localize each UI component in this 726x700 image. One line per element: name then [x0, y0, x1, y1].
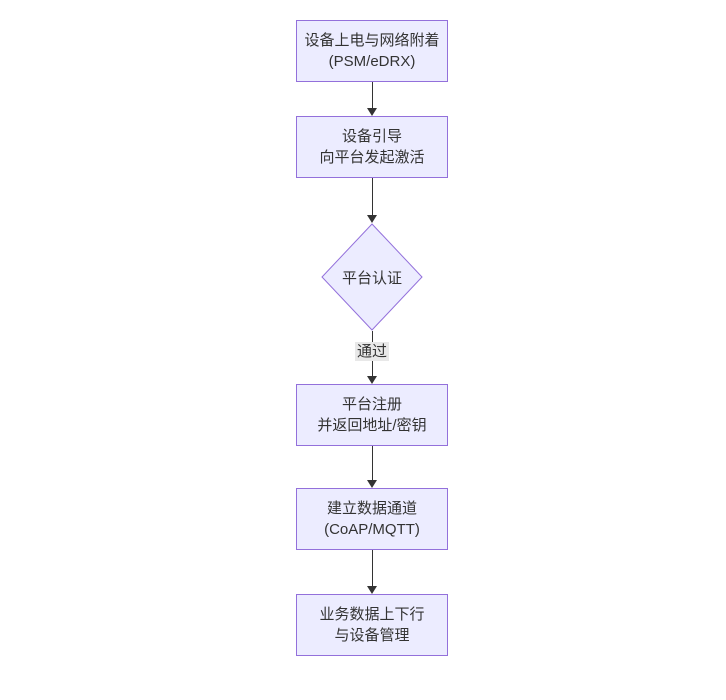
node-text-line: 业务数据上下行: [319, 606, 425, 623]
arrow-channel-to-business: [367, 550, 377, 594]
diamond-shape: [321, 223, 423, 331]
node-text-line: 设备引导: [341, 128, 402, 145]
node-text-line: 设备上电与网络附着: [304, 32, 440, 49]
node-text-line: (PSM/eDRX): [328, 53, 416, 70]
arrow-attach-to-bootstrap: [367, 82, 377, 116]
flowchart-column: 设备上电与网络附着 (PSM/eDRX) 设备引导 向平台发起激活 平台认证 通…: [296, 20, 448, 656]
flow-node-bootstrap: 设备引导 向平台发起激活: [296, 116, 448, 178]
node-text-line: 并返回地址/密钥: [317, 417, 427, 434]
arrowhead-icon: [367, 376, 377, 384]
arrow-shaft: [371, 178, 373, 215]
arrow-shaft: [371, 550, 373, 586]
flow-node-power-on-attach: 设备上电与网络附着 (PSM/eDRX): [296, 20, 448, 82]
arrowhead-icon: [367, 586, 377, 594]
node-text-line: 平台认证: [341, 269, 402, 287]
arrowhead-icon: [367, 215, 377, 223]
node-text-line: 平台注册: [341, 396, 402, 413]
node-text-line: 向平台发起激活: [319, 149, 425, 166]
node-text-line: 建立数据通道: [326, 500, 417, 517]
flow-node-business-data: 业务数据上下行 与设备管理: [296, 594, 448, 656]
arrowhead-icon: [367, 480, 377, 488]
arrow-bootstrap-to-auth: [367, 178, 377, 223]
arrow-shaft: [371, 82, 373, 108]
arrow-register-to-channel: [367, 446, 377, 488]
arrow-auth-to-register: 通过: [354, 331, 390, 384]
flow-node-data-channel: 建立数据通道 (CoAP/MQTT): [296, 488, 448, 550]
edge-label-pass: 通过: [354, 342, 390, 361]
flow-node-auth-decision: 平台认证: [321, 223, 423, 331]
arrowhead-icon: [367, 108, 377, 116]
node-text-line: 与设备管理: [334, 627, 410, 644]
flow-node-register: 平台注册 并返回地址/密钥: [296, 384, 448, 446]
node-text-line: (CoAP/MQTT): [324, 521, 420, 538]
arrow-shaft: [371, 446, 373, 480]
